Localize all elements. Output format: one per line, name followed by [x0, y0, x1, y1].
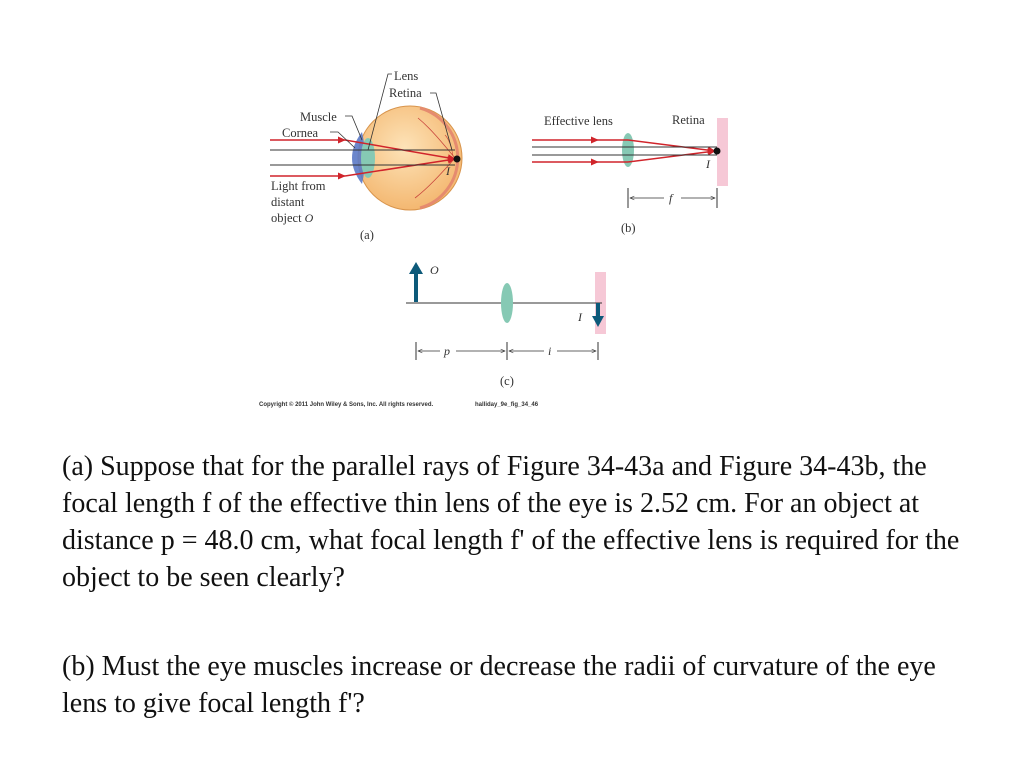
- question-part-b: (b) Must the eye muscles increase or dec…: [62, 651, 936, 719]
- leader-line: [345, 115, 363, 141]
- figure-id-text: halliday_9e_fig_34_46: [475, 402, 539, 408]
- leader-line: [330, 131, 356, 149]
- object-symbol-c: O: [430, 263, 439, 277]
- image-point: [713, 147, 721, 155]
- retina-label-b: Retina: [672, 113, 705, 127]
- eye-optics-figure: I Lens Retina Muscle Cornea Light from d…: [259, 69, 728, 408]
- focal-symbol: f: [669, 191, 674, 205]
- image-symbol-a: I: [445, 164, 451, 178]
- i-symbol: i: [548, 344, 551, 358]
- copyright-text: Copyright © 2011 John Wiley & Sons, Inc.…: [259, 401, 434, 408]
- cornea-label: Cornea: [282, 126, 319, 140]
- image-symbol-c: I: [577, 310, 583, 324]
- ray: [344, 156, 456, 177]
- effective-lens-c: [501, 283, 513, 323]
- cornea: [352, 132, 365, 184]
- object-arrow-head: [409, 262, 423, 274]
- caption-a: (a): [360, 228, 374, 242]
- muscle-label: Muscle: [300, 110, 337, 124]
- leader-line: [367, 73, 392, 151]
- light-label-line3: object O: [271, 211, 314, 225]
- eye-lens: [361, 138, 375, 178]
- retina-strip-b: [717, 118, 728, 186]
- effective-lens: [622, 133, 634, 167]
- lens-label: Lens: [394, 69, 418, 83]
- question-part-a: (a) Suppose that for the parallel rays o…: [62, 451, 960, 593]
- retina-label-a: Retina: [389, 86, 422, 100]
- caption-c: (c): [500, 374, 514, 388]
- light-label-line2: distant: [271, 195, 305, 209]
- image-arrow-head: [592, 316, 604, 327]
- panel-b-effective-lens: I Effective lens Retina f (b): [532, 113, 728, 235]
- image-symbol-b: I: [705, 157, 711, 171]
- ray: [627, 139, 716, 154]
- panel-a-eye: I Lens Retina Muscle Cornea Light from d…: [270, 69, 463, 242]
- panel-c-object-image: O I p i (c): [406, 262, 606, 388]
- caption-b: (b): [621, 221, 636, 235]
- leader-line: [430, 92, 453, 151]
- effective-lens-label: Effective lens: [544, 114, 613, 128]
- blood-vessel: [417, 117, 456, 159]
- ray: [627, 148, 716, 163]
- image-point: [453, 155, 461, 163]
- light-label-line1: Light from: [271, 179, 326, 193]
- p-symbol: p: [443, 344, 450, 358]
